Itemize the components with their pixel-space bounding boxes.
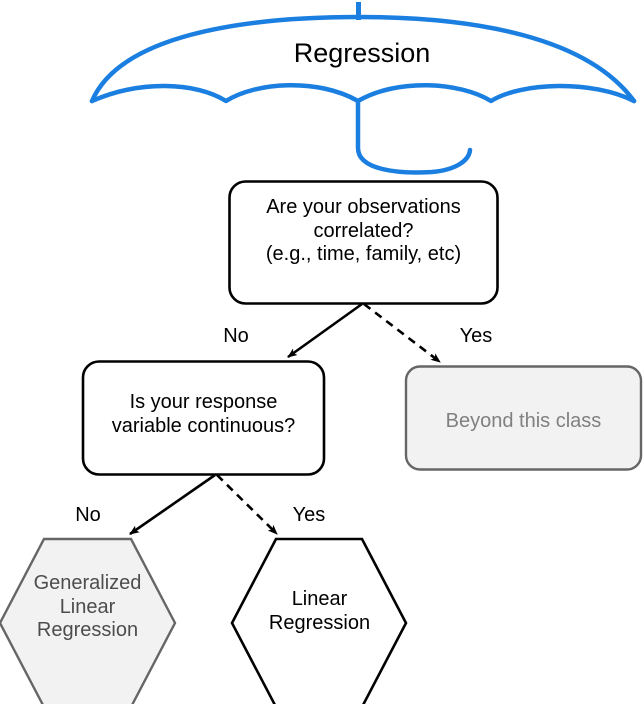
edge-q1-yes — [363, 302, 441, 364]
edge-q2-no — [129, 473, 216, 536]
question-2-box[interactable] — [81, 360, 326, 476]
generalized-linear-regression-hexagon[interactable] — [0, 537, 177, 704]
edge-q1-no — [287, 302, 363, 359]
question-1-box[interactable] — [228, 180, 499, 305]
linear-regression-hexagon[interactable] — [230, 537, 408, 704]
umbrella-icon — [89, 2, 637, 175]
beyond-this-class-box[interactable] — [404, 365, 643, 471]
edge-q2-yes — [216, 474, 278, 535]
